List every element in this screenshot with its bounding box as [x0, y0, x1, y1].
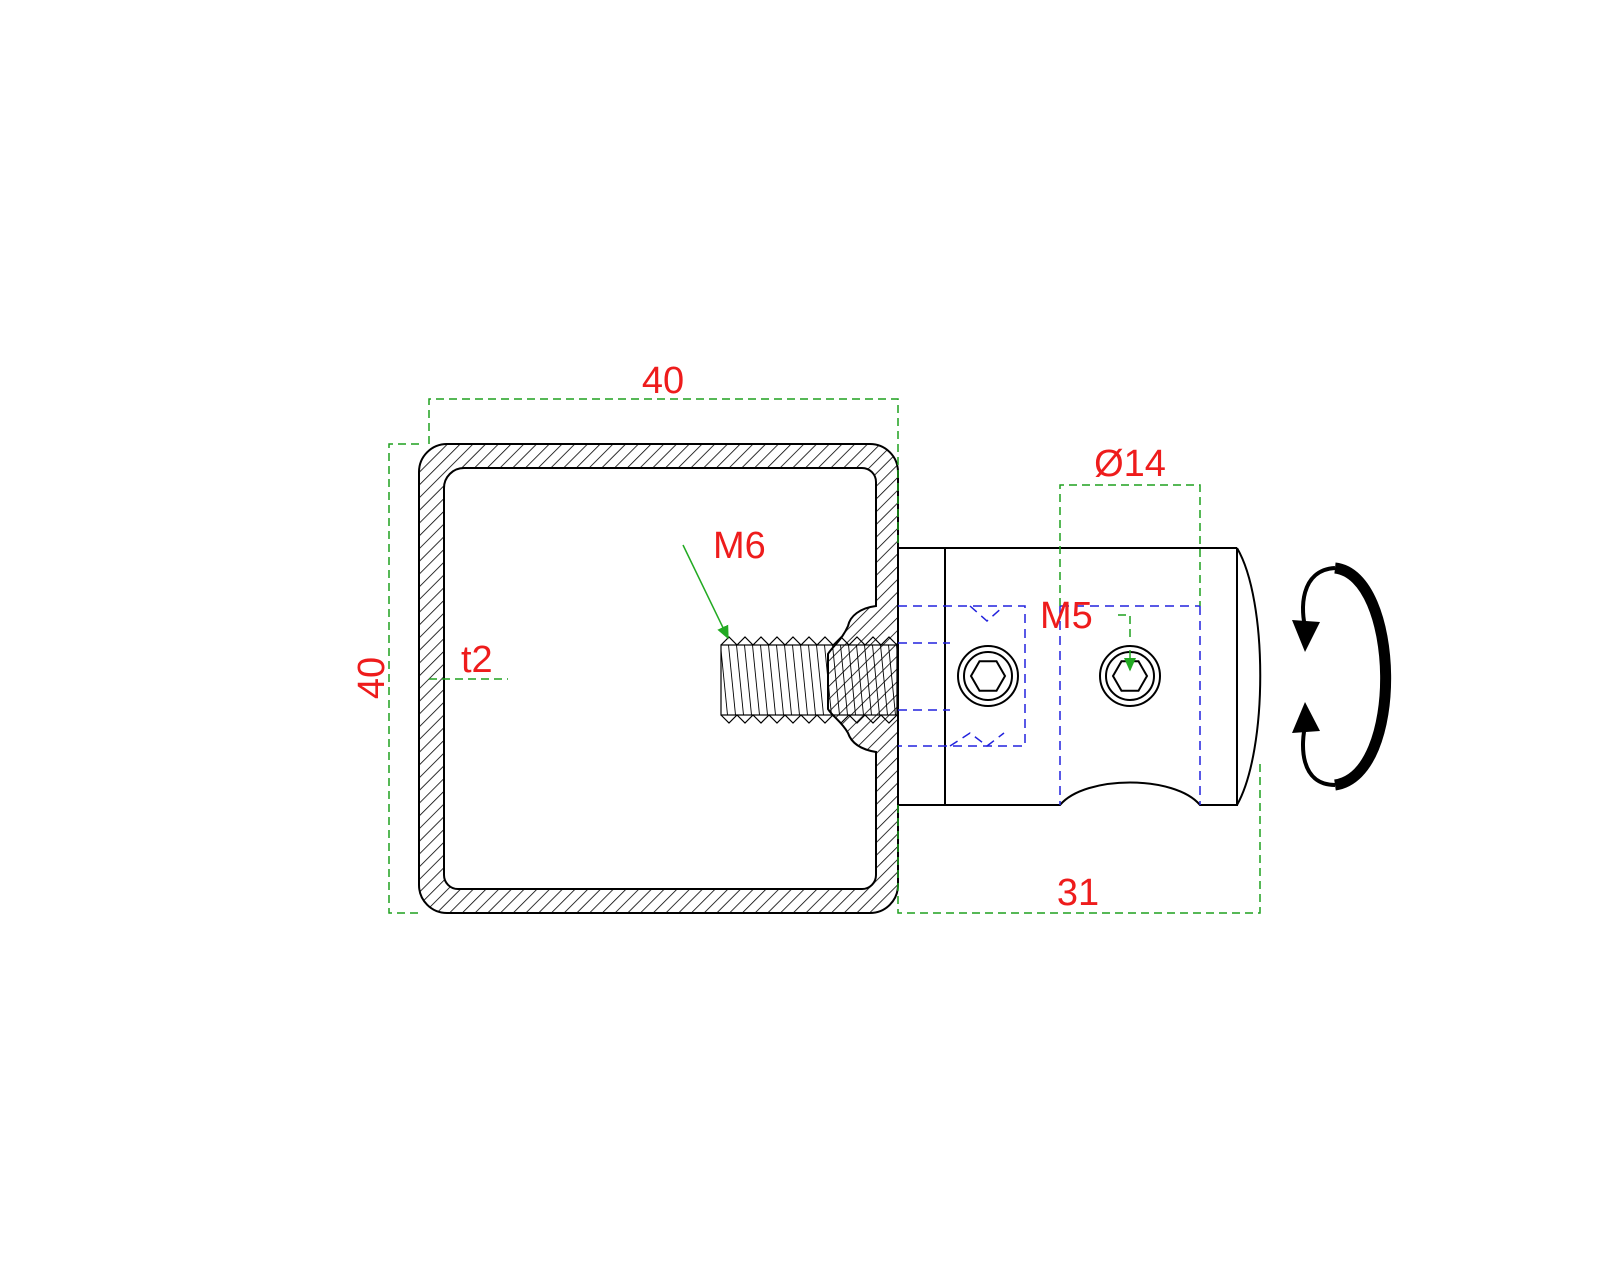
dimension-lines: [388, 398, 1261, 914]
m6-threaded-stud: [720, 636, 898, 724]
m5-leader-line: [1118, 614, 1131, 640]
label-wall-thickness: t2: [461, 639, 493, 681]
dim-height-left: [388, 443, 419, 914]
tube-wall-hatch: [418, 443, 899, 914]
hidden-lines: [898, 605, 1201, 805]
connector-body: [898, 547, 1262, 806]
connector-main: [945, 547, 1238, 806]
rotation-arrows-icon: [1292, 562, 1392, 791]
label-width-top: 40: [642, 360, 684, 402]
dim-diameter: [1059, 484, 1201, 606]
label-diameter: Ø14: [1094, 443, 1166, 485]
label-thread-m6: M6: [713, 525, 766, 567]
square-tube-section: [418, 443, 899, 914]
label-thread-m5: M5: [1040, 595, 1093, 637]
connector-neck: [898, 547, 946, 806]
dim-length-bottom: [897, 760, 1261, 914]
label-height-left: 40: [351, 657, 393, 699]
connector-dome-end: [1236, 547, 1262, 806]
dim-width-top: [428, 398, 899, 548]
label-length-bottom: 31: [1057, 872, 1099, 914]
dimension-labels: 40 40 t2 M6 M5 Ø14 31: [351, 360, 1166, 914]
hex-socket-icon: [957, 645, 1019, 707]
m6-leader-arrow: [682, 544, 729, 640]
